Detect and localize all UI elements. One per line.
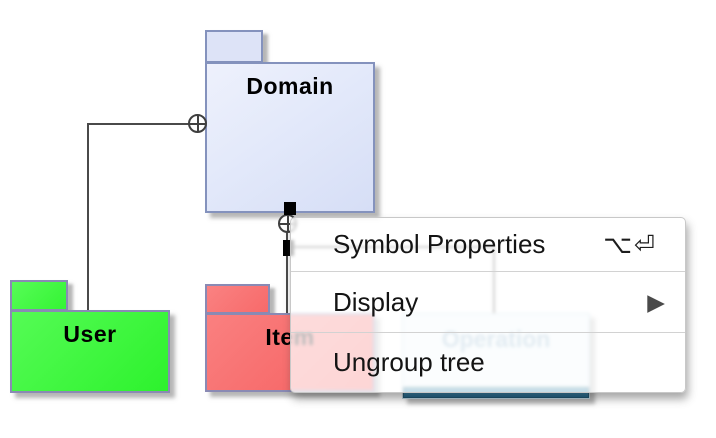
anchor-cross-v xyxy=(196,115,199,132)
menu-shortcut-option-return: ⌥⏎ xyxy=(603,230,657,259)
submenu-arrow-icon: ▶ xyxy=(647,288,665,315)
menu-separator xyxy=(291,332,685,333)
menu-item-symbol-properties-label: Symbol Properties xyxy=(333,229,546,259)
containment-tree-drop-item[interactable] xyxy=(286,248,288,313)
package-user-tab[interactable] xyxy=(10,280,68,311)
menu-item-symbol-properties[interactable]: Symbol Properties ⌥⏎ xyxy=(291,218,685,271)
menu-item-ungroup-tree-label: Ungroup tree xyxy=(333,347,485,377)
menu-item-ungroup-tree[interactable]: Ungroup tree xyxy=(291,333,685,392)
containment-anchor-icon[interactable] xyxy=(188,114,207,133)
package-user-label: User xyxy=(63,321,117,347)
containment-line-user-horizontal[interactable] xyxy=(87,123,190,125)
context-menu: Symbol Properties ⌥⏎ Display ▶ Ungroup t… xyxy=(290,217,686,393)
package-domain[interactable]: Domain xyxy=(205,62,375,213)
package-domain-label: Domain xyxy=(246,73,334,99)
package-item-tab[interactable] xyxy=(205,284,270,314)
anchor-cross-v xyxy=(286,215,289,232)
menu-separator xyxy=(291,271,685,272)
selection-handle[interactable] xyxy=(284,202,296,215)
package-domain-tab[interactable] xyxy=(205,30,263,63)
package-user[interactable]: User xyxy=(10,310,170,393)
menu-item-display[interactable]: Display ▶ xyxy=(291,272,685,332)
containment-line-user-vertical[interactable] xyxy=(87,124,89,310)
selection-handle[interactable] xyxy=(283,240,294,256)
menu-item-display-label: Display xyxy=(333,286,419,317)
